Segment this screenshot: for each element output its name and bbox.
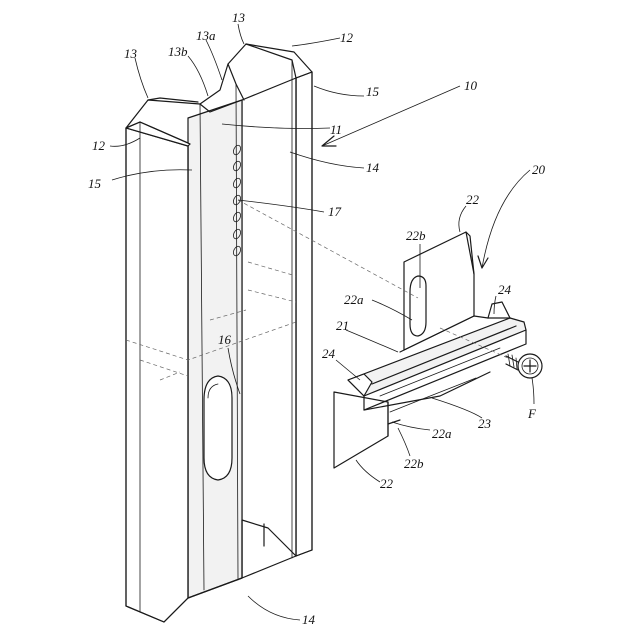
label-12-top: 12	[340, 30, 354, 45]
post-right-web	[242, 78, 296, 578]
label-22a-bottom: 22a	[432, 426, 452, 441]
label-22-top: 22	[466, 192, 480, 207]
label-22b-bottom: 22b	[404, 456, 424, 471]
label-14-upper: 14	[366, 160, 380, 175]
label-15-right: 15	[366, 84, 380, 99]
label-23: 23	[478, 416, 492, 431]
label-21: 21	[336, 318, 349, 333]
label-22b-top: 22b	[406, 228, 426, 243]
label-16: 16	[218, 332, 232, 347]
post-left-web	[126, 128, 188, 622]
label-15-left: 15	[88, 176, 102, 191]
post-right-flange	[296, 72, 312, 556]
label-13-top: 13	[232, 10, 246, 25]
elongated-slot	[204, 376, 232, 480]
fastener-screw	[506, 354, 542, 378]
label-17: 17	[328, 204, 342, 219]
label-F: F	[527, 406, 537, 421]
bracket	[334, 232, 526, 468]
upper-plate-slot	[410, 276, 426, 336]
label-22-bottom: 22	[380, 476, 394, 491]
label-12-left: 12	[92, 138, 106, 153]
label-24-bottom: 24	[322, 346, 336, 361]
label-20: 20	[532, 162, 546, 177]
post-center-channel	[188, 100, 242, 598]
label-10: 10	[464, 78, 478, 93]
label-13-left: 13	[124, 46, 138, 61]
label-24-top: 24	[498, 282, 512, 297]
label-22a-top: 22a	[344, 292, 364, 307]
label-13a: 13a	[196, 28, 216, 43]
label-11: 11	[330, 122, 342, 137]
label-13b: 13b	[168, 44, 188, 59]
label-14-lower: 14	[302, 612, 316, 627]
